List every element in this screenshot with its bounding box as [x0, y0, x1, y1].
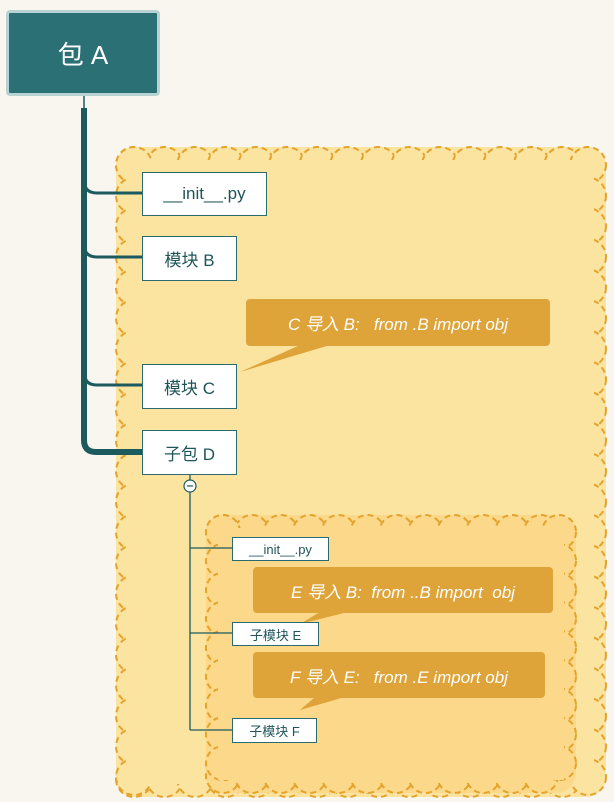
callout-c-import-b: C 导入 B: from .B import obj	[246, 299, 550, 346]
package-a-connectors	[81, 96, 142, 455]
init-py-node[interactable]: __init__.py	[142, 172, 267, 216]
subpackage-d-connectors	[189, 474, 232, 731]
package-a-root[interactable]: 包 A	[6, 10, 160, 96]
collapse-toggle[interactable]	[183, 479, 197, 493]
submodule-f-node[interactable]: 子模块 F	[232, 718, 317, 743]
module-c-node[interactable]: 模块 C	[142, 364, 237, 409]
callout-e-import-b: E 导入 B: from ..B import obj	[253, 567, 553, 613]
submodule-e-node[interactable]: 子模块 E	[232, 622, 319, 646]
callout-e-tail	[300, 612, 348, 624]
callout-f-tail	[300, 697, 345, 710]
callout-c-tail	[240, 345, 330, 372]
subpackage-d-node[interactable]: 子包 D	[142, 430, 237, 475]
sub-init-py-node[interactable]: __init__.py	[232, 537, 329, 561]
module-b-node[interactable]: 模块 B	[142, 236, 237, 281]
callout-f-import-e: F 导入 E: from .E import obj	[253, 652, 545, 698]
